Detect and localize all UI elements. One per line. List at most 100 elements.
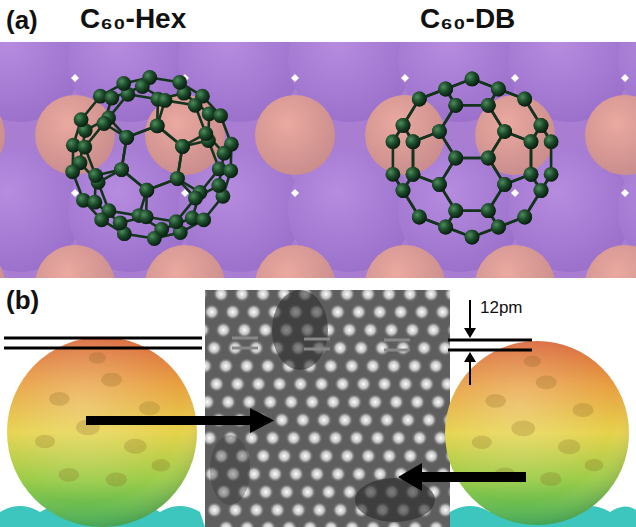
stm-molecule <box>276 448 292 464</box>
carbon-atom <box>534 183 549 198</box>
carbon-atom <box>211 178 226 193</box>
carbon-atom <box>139 183 154 198</box>
lattice-gap <box>401 74 409 82</box>
stm-molecule <box>206 340 222 356</box>
stm-molecule <box>293 376 309 392</box>
carbon-atom <box>119 130 134 145</box>
substrate-lattice <box>0 42 636 278</box>
stm-molecule <box>335 376 351 392</box>
stm-molecule <box>391 430 407 446</box>
stm-molecule <box>205 304 220 320</box>
carbon-atom <box>223 163 238 178</box>
carbon-atom <box>448 203 463 218</box>
dimple <box>536 375 557 389</box>
stm-molecule <box>244 430 260 446</box>
stm-molecule <box>318 290 334 302</box>
stm-ground <box>205 290 450 527</box>
stm-molecule <box>444 290 450 302</box>
substrate-atom <box>365 245 445 278</box>
dimple <box>573 403 594 417</box>
substrate-atoms <box>0 42 636 278</box>
substrate-atom <box>0 245 5 278</box>
stm-molecule <box>213 290 229 302</box>
carbon-atom <box>544 167 559 182</box>
stm-molecule <box>323 358 339 374</box>
stm-molecule <box>205 394 215 410</box>
carbon-atom <box>497 177 512 192</box>
lattice-gap <box>511 189 519 197</box>
c60-render-shade <box>445 341 629 525</box>
stm-molecule <box>316 412 332 428</box>
stm-molecule <box>370 430 386 446</box>
stm-molecule <box>246 304 262 320</box>
stm-molecule <box>236 322 252 338</box>
stm-molecule <box>290 502 306 518</box>
carbon-atom <box>432 124 447 139</box>
stm-molecule <box>286 430 302 446</box>
stm-molecule <box>395 340 411 356</box>
carbon-atom <box>172 75 187 90</box>
lattice-gap <box>71 74 79 82</box>
stm-molecule <box>381 290 397 302</box>
dimple <box>49 392 70 406</box>
stm-molecule <box>351 466 367 482</box>
carbon-atom <box>196 212 211 227</box>
stm-molecule <box>367 394 383 410</box>
stm-molecule <box>260 520 276 527</box>
substrate-atom <box>475 95 555 175</box>
c60-render-shade <box>7 337 197 527</box>
stm-molecule <box>346 394 362 410</box>
carbon-atom <box>386 167 401 182</box>
stm-molecule <box>407 358 423 374</box>
carbon-atom <box>199 126 214 141</box>
carbon-atom <box>170 171 185 186</box>
stm-molecule <box>300 484 316 500</box>
carbon-atom <box>438 220 453 235</box>
panel-label: (b) <box>6 286 39 315</box>
carbon-atom <box>386 134 401 149</box>
carbon-atom <box>524 167 539 182</box>
carbon-atom <box>139 183 154 198</box>
carbon-atom <box>524 134 539 149</box>
stm-molecule <box>239 520 255 527</box>
stm-molecule <box>404 322 420 338</box>
carbon-atom <box>517 92 532 107</box>
carbon-atom <box>412 92 427 107</box>
carbon-atom <box>534 118 549 133</box>
stm-dark-patch <box>355 478 435 522</box>
carbon-atom <box>396 118 411 133</box>
carbon-atom <box>517 210 532 225</box>
carbon-atom <box>396 183 411 198</box>
substrate-atom <box>475 245 555 278</box>
stm-molecule <box>412 430 428 446</box>
stm-molecule <box>255 290 271 302</box>
stm-molecule <box>383 322 399 338</box>
stm-molecule <box>365 358 381 374</box>
stm-molecule <box>234 290 250 302</box>
carbon-atom <box>497 177 512 192</box>
stm-molecule <box>398 376 414 392</box>
carbon-atom <box>497 124 512 139</box>
stm-molecule <box>251 376 267 392</box>
carbon-atom <box>94 212 109 227</box>
stm-molecule <box>239 358 255 374</box>
substrate-atom <box>585 95 636 175</box>
carbon-atom <box>524 167 539 182</box>
lattice-gap <box>291 74 299 82</box>
height-lines <box>4 338 532 350</box>
c60-molecule <box>65 70 239 246</box>
stm-molecule <box>295 412 311 428</box>
stm-molecule <box>321 484 337 500</box>
dimple <box>58 468 79 482</box>
carbon-atom <box>74 112 89 127</box>
stm-molecule <box>402 290 418 302</box>
stm-molecule <box>269 502 285 518</box>
stm-molecule <box>209 376 225 392</box>
lattice-gap <box>621 74 629 82</box>
stm-molecule <box>351 304 367 320</box>
stm-molecule <box>400 412 416 428</box>
carbon-atom <box>217 146 232 161</box>
dimension-label: 12pm <box>480 299 523 318</box>
dimple <box>124 439 147 454</box>
carbon-atom <box>438 82 453 97</box>
